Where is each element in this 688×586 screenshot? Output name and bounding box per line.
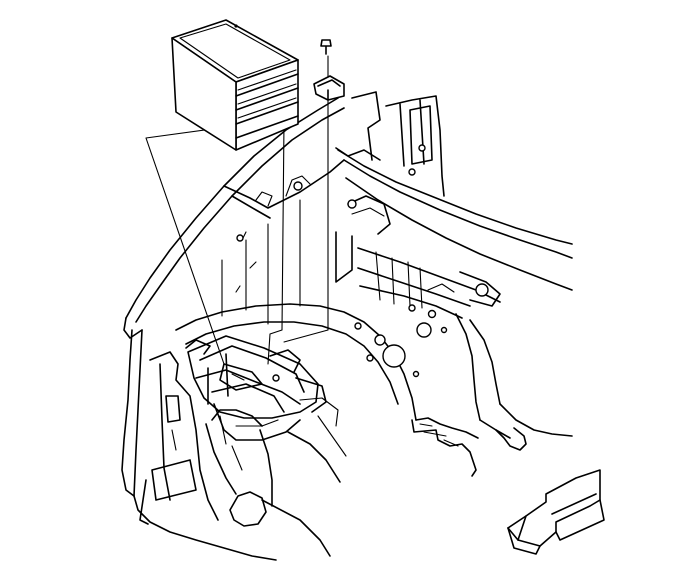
front-lower-structure [139,351,347,557]
access-hole-right [416,322,432,338]
panel-hole-small [236,234,244,242]
battery-terminal [234,24,238,28]
engine-compartment-body-panel [335,91,573,477]
access-hole-tiny [354,322,362,330]
view-direction-arrow [507,469,605,555]
access-hole-far-right [440,326,448,334]
panel-grommet [475,283,489,297]
large-access-hole [382,344,406,368]
front-fender-inner-panel [121,97,417,561]
access-hole-left [366,354,374,362]
battery-leader-lines [145,121,329,365]
battery-hold-down-retainer [313,75,345,101]
access-hole-small [374,334,386,346]
tray-bolt-hole [272,374,280,382]
panel-bolt-hole [293,181,303,191]
access-hole-right-upper [427,309,437,319]
rail-bolt-hole [347,199,357,209]
access-hole-upper [408,304,416,312]
battery-tray [185,335,327,441]
battery [171,19,299,151]
battery-hold-down-bolt [320,39,332,331]
flange-hole-lower [408,168,416,176]
flange-hole-upper [418,144,426,152]
access-hole-lower [412,370,420,378]
inner-panel-holes [354,304,448,378]
